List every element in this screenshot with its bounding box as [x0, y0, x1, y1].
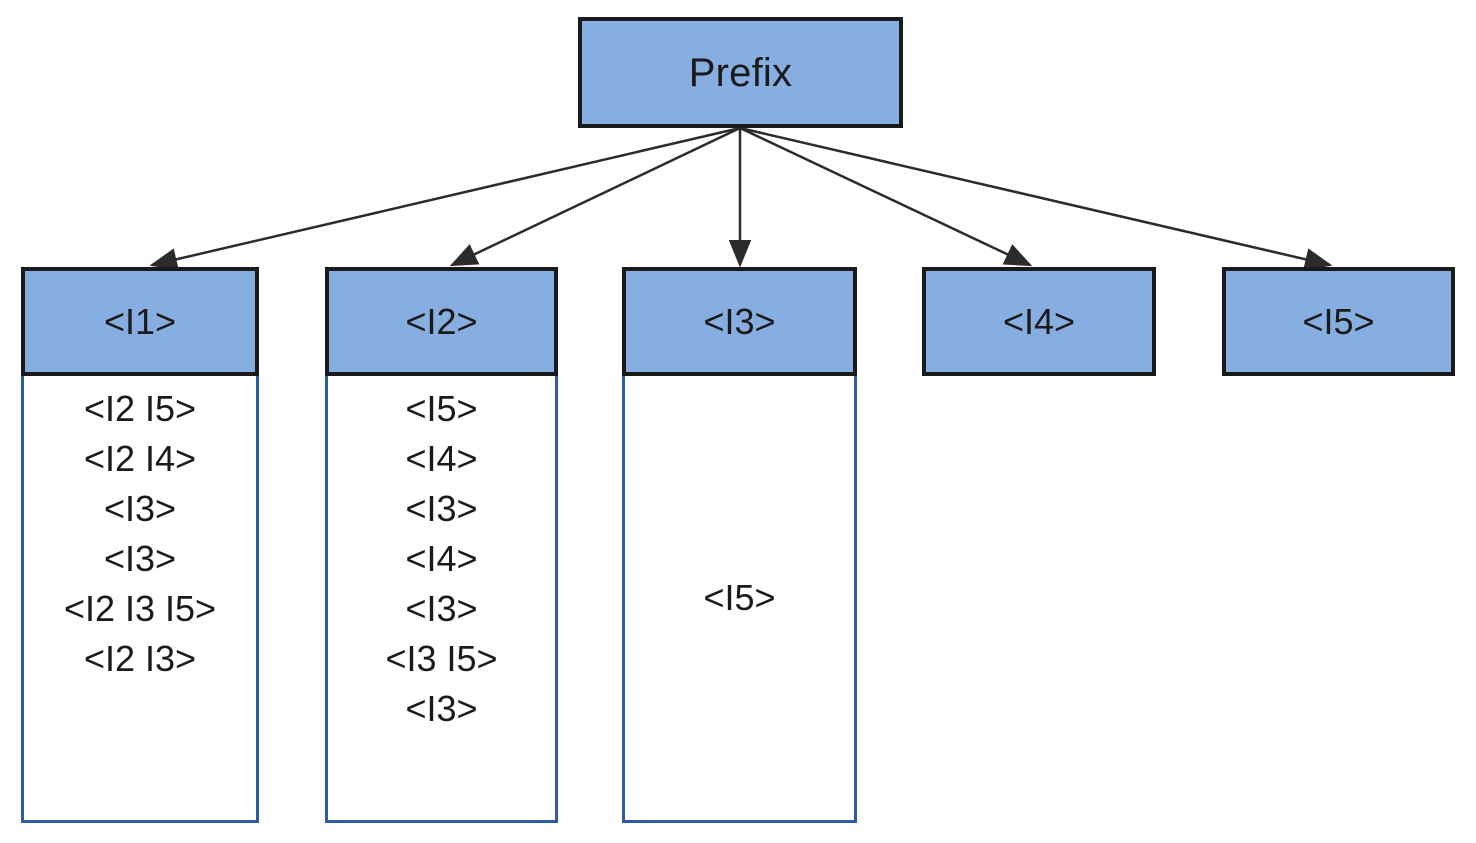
column-i5: <I5>: [1222, 267, 1455, 376]
connector-to-col-4: [739, 126, 1033, 267]
prefix-node[interactable]: Prefix: [578, 17, 903, 128]
list-item: <I3>: [103, 488, 177, 529]
connector-to-col-1: [149, 126, 741, 271]
column-body-i2: <I5> <I4> <I3> <I4> <I3> <I3 I5> <I3>: [325, 376, 558, 823]
column-header-i3[interactable]: <I3>: [622, 267, 857, 376]
list-item: <I4>: [405, 438, 478, 479]
prefix-node-label: Prefix: [688, 50, 793, 95]
list-item: <I3>: [405, 488, 478, 529]
column-header-label-i3: <I3>: [703, 300, 776, 342]
list-item: <I2 I3>: [83, 638, 197, 679]
list-item: <I3 I5>: [385, 638, 498, 679]
connector-to-col-5: [739, 126, 1333, 271]
column-header-i1[interactable]: <I1>: [21, 267, 259, 376]
column-header-i2[interactable]: <I2>: [325, 267, 558, 376]
list-item: <I2 I3 I5>: [63, 588, 217, 629]
column-body-i1: <I2 I5> <I2 I4> <I3> <I3> <I2 I3 I5> <I2…: [21, 376, 259, 823]
list-item: <I4>: [405, 538, 478, 579]
column-header-i4[interactable]: <I4>: [922, 267, 1156, 376]
list-item: <I5>: [703, 577, 776, 618]
column-header-label-i2: <I2>: [405, 300, 478, 342]
list-item: <I2 I5>: [83, 388, 197, 429]
column-i3: <I3> <I5>: [622, 267, 857, 823]
column-i1: <I1> <I2 I5> <I2 I4> <I3> <I3> <I2 I3 I5…: [21, 267, 259, 823]
column-body-i3: <I5>: [622, 376, 857, 823]
list-item: <I3>: [405, 588, 478, 629]
list-item: <I3>: [405, 688, 478, 729]
column-header-label-i1: <I1>: [103, 300, 177, 342]
list-item: <I5>: [405, 388, 478, 429]
column-header-label-i5: <I5>: [1302, 300, 1375, 342]
column-i4: <I4>: [922, 267, 1156, 376]
list-item: <I3>: [103, 538, 177, 579]
connector-to-col-2: [449, 126, 741, 267]
column-header-label-i4: <I4>: [1002, 300, 1076, 342]
column-header-i5[interactable]: <I5>: [1222, 267, 1455, 376]
list-item: <I2 I4>: [83, 438, 197, 479]
column-i2: <I2> <I5> <I4> <I3> <I4> <I3> <I3 I5> <I…: [325, 267, 558, 823]
